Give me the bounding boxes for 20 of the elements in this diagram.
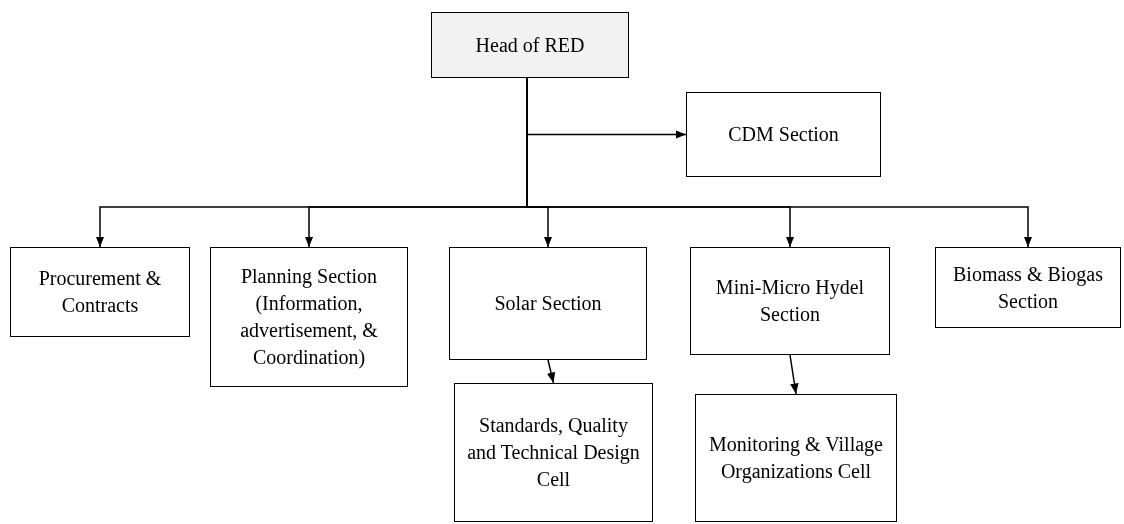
section-box: [935, 247, 1121, 328]
box-label: Biomass & Biogas Section: [952, 261, 1104, 314]
box-label: Solar Section: [494, 291, 602, 316]
section-box: [10, 247, 190, 337]
arrow: [789, 354, 799, 395]
box-label: Standards, Quality and Technical Design Cell: [467, 413, 640, 492]
arrow: [546, 359, 556, 384]
section-box: [686, 92, 881, 177]
box-label: Monitoring & Village Organizations Cell: [708, 432, 884, 485]
section-box: [690, 247, 890, 355]
box-label: Mini-Micro Hydel Section: [714, 275, 866, 327]
box-label: Procurement & Contracts: [37, 266, 163, 318]
box-label: CDM Section: [728, 122, 839, 147]
section-box: [210, 247, 408, 387]
section-box: [454, 383, 653, 522]
head-box: [431, 12, 629, 78]
section-box: [695, 394, 897, 522]
section-box: [449, 247, 647, 360]
box-label: Planning Section (Information, advertisement, & Coordination): [239, 264, 379, 371]
box-label: Head of RED: [475, 32, 585, 58]
